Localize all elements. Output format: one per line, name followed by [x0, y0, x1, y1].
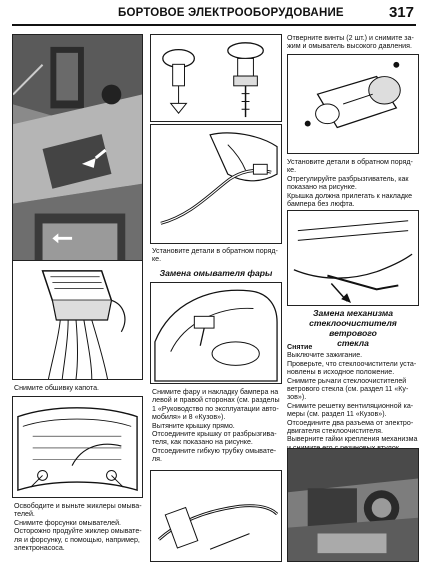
page-number: 317: [388, 4, 414, 21]
chapter-title: БОРТОВОЕ ЭЛЕКТРООБОРУДОВАНИЕ: [118, 7, 344, 19]
text-remove-screws: Отверните винты (2 шт.) и снимите за- жи…: [287, 34, 414, 51]
caption-install-reverse: Установите детали в обратном поряд- ке.: [152, 247, 278, 264]
figure-headlight-washer: [150, 282, 282, 384]
figure-adjust-nozzle: [287, 210, 419, 306]
figure-engine-bay-photo: [287, 448, 419, 562]
page-header: БОРТОВОЕ ЭЛЕКТРООБОРУДОВАНИЕ 317: [12, 4, 416, 26]
figure-hood-lining-photo: [12, 34, 143, 278]
figure-hose-disconnect: [150, 124, 282, 244]
text-reinstall-adjust: Установите детали в обратном поряд- ке. …: [287, 158, 413, 209]
section-title-headlight-washer: Замена омывателя фары: [159, 268, 273, 278]
figure-hood-connector: [12, 260, 143, 380]
text-wiper-removal: Снятие Выключите зажигание. Проверьте, ч…: [287, 343, 418, 452]
figure-washer-hose: [150, 470, 282, 562]
text-headlight-washer: Снимите фару и накладку бампера на левой…: [152, 388, 280, 464]
caption-hood-lining: Снимите обшивку капота.: [14, 384, 99, 392]
figure-washer-jets: [12, 396, 143, 498]
text-jets-removal: Освободите и выньте жиклеры омыва- телей…: [14, 502, 142, 553]
section-title-wiper-mechanism: Замена механизма стеклоочистителя ветров…: [309, 308, 397, 348]
figure-high-pressure-washer: [287, 54, 419, 154]
figure-nozzle-parts: [150, 34, 282, 122]
subhead-removal: Снятие: [287, 343, 313, 351]
